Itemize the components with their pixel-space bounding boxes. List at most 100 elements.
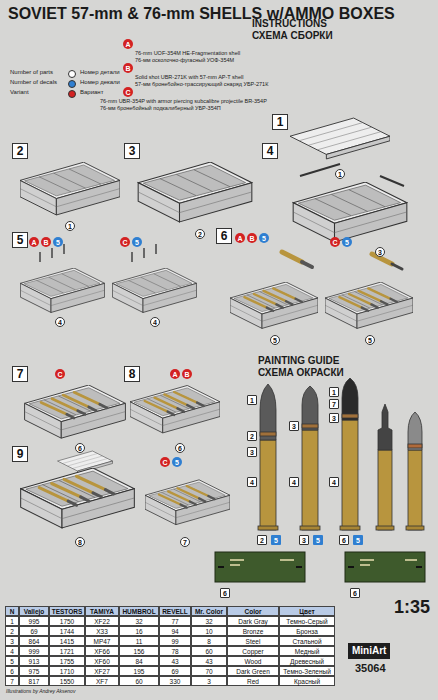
table-header: Color <box>227 606 279 616</box>
table-cell: 32 <box>191 616 227 626</box>
legend-note: Номер детали <box>80 69 120 76</box>
table-cell: 2 <box>5 626 19 636</box>
table-cell: 32 <box>119 616 159 626</box>
table-cell: Стальной <box>279 636 335 646</box>
table-cell: 11 <box>119 636 159 646</box>
decal-number: 5 <box>172 457 182 467</box>
color-callout: 3 <box>289 421 299 431</box>
legend-swatch <box>68 70 76 78</box>
color-callout: 1 <box>329 387 339 397</box>
step-number: 3 <box>129 144 136 158</box>
brand-logo: MiniArt <box>348 643 390 659</box>
variant-note: 76-мм осколочно-фугасный УОФ-354М <box>135 57 234 63</box>
table-cell: XF7 <box>85 676 119 686</box>
table-cell: 43 <box>159 656 191 666</box>
table-cell: 195 <box>119 666 159 676</box>
legend-swatch <box>68 80 76 88</box>
table-cell: Steel <box>227 636 279 646</box>
variant-marker: C <box>120 237 130 247</box>
table-cell: 8 <box>191 636 227 646</box>
table-cell: Copper <box>227 646 279 656</box>
variant-marker: C <box>330 237 340 247</box>
table-cell: 84 <box>119 656 159 666</box>
decal-number: 5 <box>313 535 323 545</box>
part-number: 8 <box>75 537 85 547</box>
part-number: 1 <box>65 221 75 231</box>
table-cell: 1755 <box>49 656 85 666</box>
decal-number: 5 <box>271 535 281 545</box>
part-number: 4 <box>150 317 160 327</box>
color-callout: 3 <box>299 535 309 545</box>
table-cell: Темно-Зеленый <box>279 666 335 676</box>
credit: Illustrations by Andrey Aksenov <box>6 689 75 695</box>
table-cell: Медный <box>279 646 335 656</box>
part-number: 2 <box>195 229 205 239</box>
variant-marker: A <box>29 237 39 247</box>
step-number: 1 <box>277 115 284 129</box>
table-cell: XF60 <box>85 656 119 666</box>
table-cell: 995 <box>19 616 49 626</box>
table-cell: XF66 <box>85 646 119 656</box>
color-callout: 3 <box>329 413 339 423</box>
table-cell: XF27 <box>85 666 119 676</box>
part-number: 1 <box>335 169 345 179</box>
table-cell: 77 <box>159 616 191 626</box>
step-number: 6 <box>221 229 228 243</box>
step-number-box: 9 <box>12 446 28 462</box>
table-cell: MP47 <box>85 636 119 646</box>
table-cell: 10 <box>191 626 227 636</box>
step-number-box: 3 <box>124 143 140 159</box>
step-number-box: 1 <box>272 114 288 130</box>
table-cell: 3 <box>5 636 19 646</box>
variant-marker: B <box>182 369 192 379</box>
color-callout: 2 <box>247 431 257 441</box>
table-cell: 60 <box>119 676 159 686</box>
table-cell: Красный <box>279 676 335 686</box>
table-cell: 864 <box>19 636 49 646</box>
step-number-box: 7 <box>12 366 28 382</box>
color-callout: 3 <box>247 447 257 457</box>
part-number: 3 <box>375 247 385 257</box>
step-number-box: 8 <box>124 366 140 382</box>
variant-marker: C <box>160 457 170 467</box>
table-cell: 43 <box>191 656 227 666</box>
table-header: Vallejo <box>19 606 49 616</box>
color-callout: 6 <box>339 535 349 545</box>
scale: 1:35 <box>394 597 430 618</box>
heading: INSTRUCTIONS <box>252 18 327 30</box>
heading: СХЕМА ОКРАСКИ <box>258 367 344 379</box>
table-cell: 94 <box>159 626 191 636</box>
table-cell: 975 <box>19 666 49 676</box>
table-header: REVELL <box>159 606 191 616</box>
part-number: 6 <box>75 443 85 453</box>
table-header: Mr. Color <box>191 606 227 616</box>
table-cell: Темно-Серый <box>279 616 335 626</box>
variant-marker: B <box>41 237 51 247</box>
table-cell: 7 <box>5 676 19 686</box>
table-cell: 3 <box>191 676 227 686</box>
part-number: 4 <box>55 317 65 327</box>
color-callout: 6 <box>220 588 230 598</box>
decal-number: 5 <box>53 237 63 247</box>
decal-number: 5 <box>132 237 142 247</box>
step-number-box: 6 <box>216 228 232 244</box>
table-cell: 330 <box>159 676 191 686</box>
heading: СХЕМА СБОРКИ <box>252 30 333 42</box>
table-cell: Bronze <box>227 626 279 636</box>
table-cell: 1710 <box>49 666 85 676</box>
color-callout: 6 <box>350 588 360 598</box>
table-header: Цвет <box>279 606 335 616</box>
legend-swatch <box>68 90 76 98</box>
table-header: TAMIYA <box>85 606 119 616</box>
color-callout: 7 <box>329 399 339 409</box>
table-cell: 69 <box>159 666 191 676</box>
table-cell: 156 <box>119 646 159 656</box>
table-header: TESTORS <box>49 606 85 616</box>
color-callout: 4 <box>247 477 257 487</box>
kit-title: SOVIET 57-mm & 76-mm SHELLS w/AMMO BOXES <box>8 5 395 23</box>
table-cell: 16 <box>119 626 159 636</box>
table-cell: 1 <box>5 616 19 626</box>
table-cell: Бронза <box>279 626 335 636</box>
table-cell: Древесный <box>279 656 335 666</box>
part-number: 7 <box>180 537 190 547</box>
